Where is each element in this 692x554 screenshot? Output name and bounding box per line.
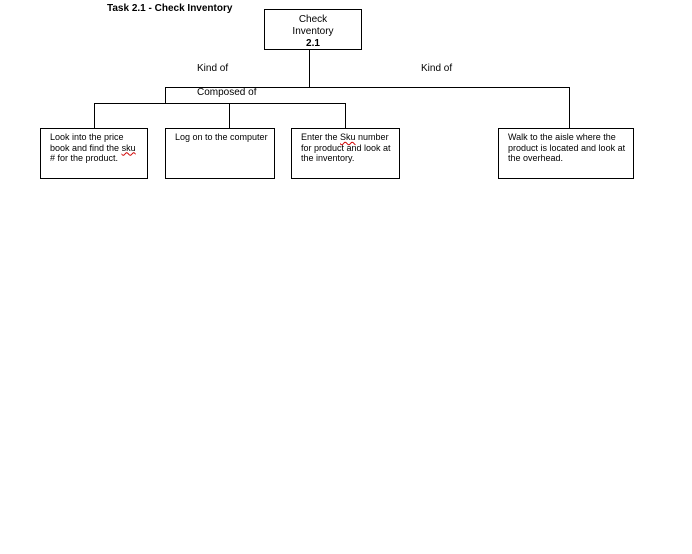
leaf-text-enter-sku-after: number for product and look at the inven…	[301, 132, 391, 163]
connector-leaf1-drop	[94, 103, 95, 128]
connector-root-down	[309, 50, 310, 88]
leaf-text-price-book-after: # for the product.	[50, 153, 119, 163]
root-node-label-line2: Inventory	[292, 26, 334, 37]
diagram-title: Task 2.1 - Check Inventory	[107, 3, 233, 14]
connector-leaf3-drop	[345, 103, 346, 128]
root-node-label-line1: Check	[298, 14, 328, 25]
spellcheck-word-sku-capital: Sku	[340, 132, 356, 142]
leaf-node-price-book: Look into the price book and find the sk…	[40, 128, 148, 179]
relation-label-kind-of-right: Kind of	[421, 63, 453, 74]
relation-label-composed-of: Composed of	[197, 87, 257, 98]
connector-leaf2-drop	[229, 103, 230, 128]
connector-kind-of-bar	[165, 87, 570, 88]
connector-composed-bar	[94, 103, 346, 104]
connector-left-drop	[165, 87, 166, 104]
leaf-text-price-book-before: Look into the price book and find the	[50, 132, 124, 153]
relation-label-kind-of-left: Kind of	[197, 63, 229, 74]
root-node-number: 2.1	[306, 38, 320, 49]
leaf-node-enter-sku: Enter the Sku number for product and loo…	[291, 128, 400, 179]
leaf-node-walk-aisle: Walk to the aisle where the product is l…	[498, 128, 634, 179]
leaf-node-log-on: Log on to the computer	[165, 128, 275, 179]
root-node-check-inventory: Check Inventory 2.1	[264, 9, 362, 50]
leaf-text-log-on: Log on to the computer	[175, 132, 268, 142]
connector-right-drop	[569, 87, 570, 128]
spellcheck-word-sku: sku	[121, 142, 136, 153]
leaf-text-enter-sku-before: Enter the	[301, 132, 341, 142]
leaf-text-walk-aisle: Walk to the aisle where the product is l…	[508, 132, 626, 163]
